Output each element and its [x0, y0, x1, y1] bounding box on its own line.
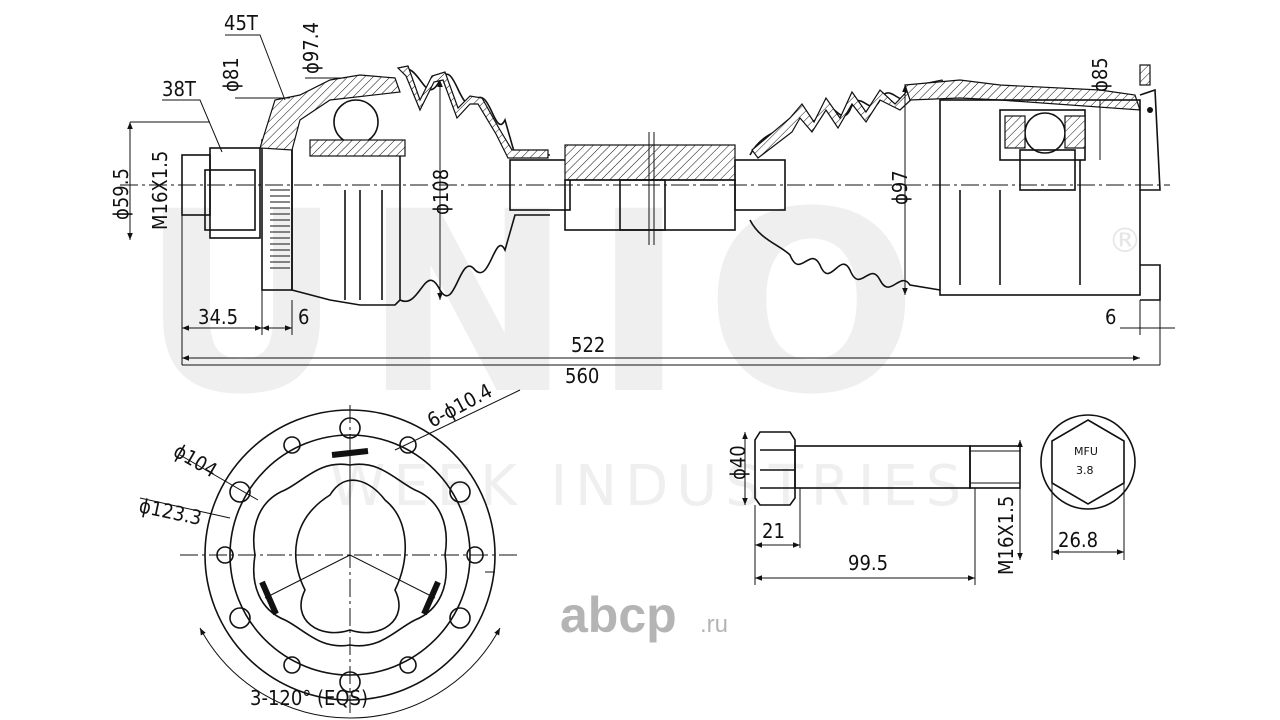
label-head-dia: ϕ40: [726, 445, 750, 480]
label-len-522: 522: [571, 333, 605, 357]
tripod-spider: [294, 479, 407, 634]
watermark-brand: UNIO: [140, 158, 938, 449]
circlip-dot: [1147, 107, 1153, 113]
label-head-len: 21: [762, 519, 785, 543]
label-across-flats: 26.8: [1058, 528, 1098, 552]
label-dia-123-3: ϕ123.3: [137, 493, 204, 530]
shaft-dimensions: 38T 45T ϕ81 ϕ97.4 ϕ59.5 M16X1.5 ϕ108 ϕ97…: [109, 11, 1175, 388]
label-head-mark-top: MFU: [1074, 445, 1098, 458]
outer-boot: [399, 67, 550, 156]
inner-cv-housing-section: [904, 79, 1141, 111]
label-38t: 38T: [162, 77, 197, 101]
roller-slot-left: [259, 580, 279, 616]
label-head-mark-bottom: 3.8: [1076, 464, 1094, 477]
site-logo-tld: .ru: [700, 611, 728, 638]
label-dia-97-4: ϕ97.4: [299, 22, 323, 74]
label-dia-108: ϕ108: [429, 169, 453, 215]
bolt-thread: [969, 445, 1021, 489]
label-dia-97: ϕ97: [888, 170, 912, 205]
label-total-len: 99.5: [848, 551, 888, 575]
label-45t: 45T: [224, 11, 259, 35]
label-angle: 3-120° (EQS): [250, 686, 368, 710]
site-logo-name: abcp: [560, 587, 677, 643]
outer-cv-housing-section: [259, 74, 401, 151]
label-len-6-right: 6: [1105, 305, 1116, 329]
shaft-assembly: [120, 64, 1170, 306]
roller-slot-top: [331, 448, 369, 458]
bolt-head: [754, 431, 796, 506]
watermark: UNIO ® WEEK INDUSTRIES: [140, 158, 1142, 519]
inner-cv-housing: [939, 99, 1141, 296]
damper-section: [564, 144, 736, 181]
cv-ball: [333, 99, 379, 145]
bolt-view: ϕ40 21 99.5 M16X1.5: [726, 431, 1023, 585]
bolt-head-end-view: MFU 3.8 26.8: [1040, 414, 1136, 560]
label-len-6-left: 6: [298, 305, 309, 329]
watermark-subtitle: WEEK INDUSTRIES: [330, 454, 969, 519]
label-len-560: 560: [565, 364, 599, 388]
site-logo[interactable]: abcp .ru: [560, 587, 728, 643]
watermark-registered-mark: ®: [1108, 221, 1142, 261]
label-dia-81: ϕ81: [219, 57, 243, 92]
label-dia-85: ϕ85: [1088, 57, 1112, 92]
bolt-head-circle: [1040, 414, 1136, 510]
bolt-head-hex: [1051, 419, 1125, 505]
label-thread-outer: M16X1.5: [148, 151, 172, 230]
label-len-34-5: 34.5: [198, 305, 238, 329]
label-bolt-thread: M16X1.5: [994, 496, 1018, 575]
label-dia-59-5: ϕ59.5: [109, 168, 133, 220]
roller-slot-right: [421, 580, 441, 616]
